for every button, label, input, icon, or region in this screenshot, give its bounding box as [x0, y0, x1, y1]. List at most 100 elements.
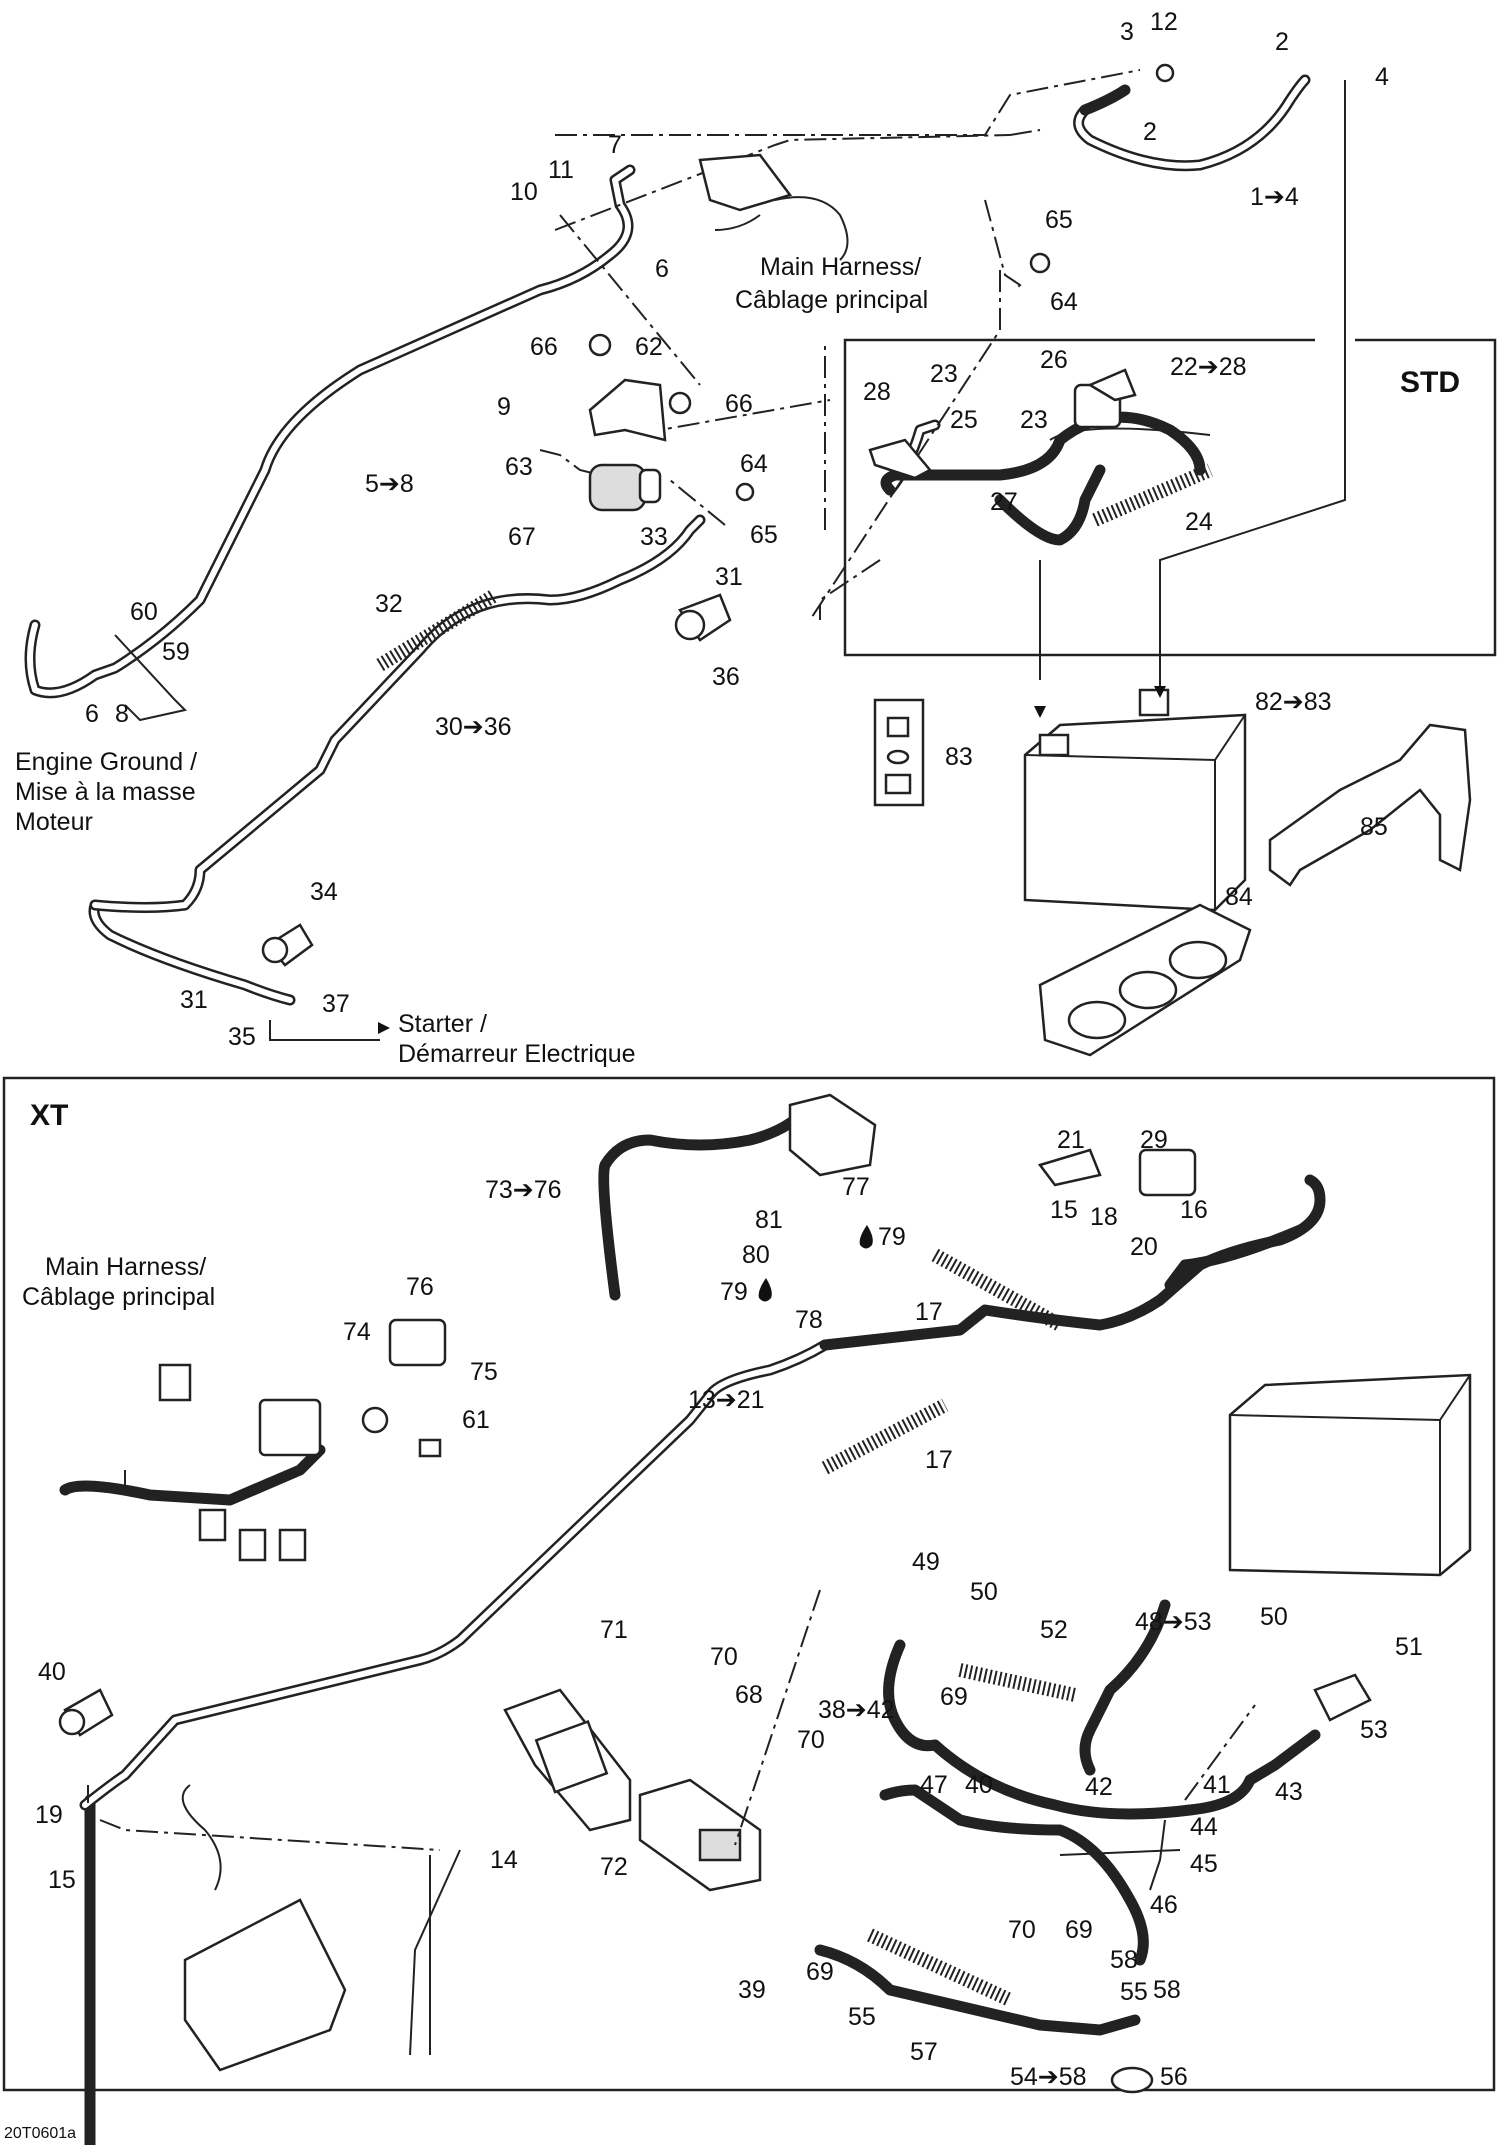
svg-text:30➔36: 30➔36 [435, 713, 512, 741]
svg-text:51: 51 [1395, 1633, 1423, 1661]
svg-text:38➔42: 38➔42 [818, 1696, 895, 1724]
boot-51 [1313, 1673, 1372, 1722]
svg-text:71: 71 [600, 1616, 628, 1644]
svg-text:69: 69 [940, 1683, 968, 1711]
svg-text:70: 70 [797, 1726, 825, 1754]
svg-text:18: 18 [1090, 1203, 1118, 1231]
svg-text:76: 76 [406, 1273, 434, 1301]
note-main-harness-xt: Main Harness/ [45, 1253, 206, 1281]
svg-text:Démarreur Electrique: Démarreur Electrique [398, 1040, 636, 1068]
svg-text:48➔53: 48➔53 [1135, 1608, 1212, 1636]
svg-text:2: 2 [1275, 28, 1289, 56]
svg-text:53: 53 [1360, 1716, 1388, 1744]
svg-text:19: 19 [35, 1801, 63, 1829]
svg-text:40: 40 [965, 1771, 993, 1799]
svg-text:27: 27 [990, 488, 1018, 516]
boot-21 [1037, 1148, 1102, 1187]
svg-text:66: 66 [725, 390, 753, 418]
svg-text:72: 72 [600, 1853, 628, 1881]
svg-text:32: 32 [375, 590, 403, 618]
std-frame [824, 338, 1497, 657]
svg-text:25: 25 [950, 406, 978, 434]
svg-text:73➔76: 73➔76 [485, 1176, 562, 1204]
svg-text:28: 28 [863, 378, 891, 406]
solenoid-bracket [588, 378, 667, 442]
boot-19 [58, 1688, 114, 1737]
svg-text:55: 55 [1120, 1978, 1148, 2006]
svg-text:33: 33 [640, 523, 668, 551]
arrow-right-icon [378, 1022, 390, 1034]
note-engine-ground: Engine Ground / [15, 748, 197, 776]
xt-module-bottom [183, 1898, 347, 2072]
xt-title: XT [30, 1099, 68, 1132]
svg-text:42: 42 [1085, 1773, 1113, 1801]
svg-text:62: 62 [635, 333, 663, 361]
svg-text:84: 84 [1225, 883, 1253, 911]
svg-text:4: 4 [1375, 63, 1389, 91]
svg-text:36: 36 [712, 663, 740, 691]
svg-text:24: 24 [1185, 508, 1213, 536]
svg-text:69: 69 [806, 1958, 834, 1986]
nut-66 [588, 333, 612, 357]
svg-text:17: 17 [925, 1446, 953, 1474]
svg-text:3: 3 [1120, 18, 1134, 46]
controller-module-71 [503, 1688, 632, 1832]
svg-text:6: 6 [85, 700, 99, 728]
boot-56 [1110, 2066, 1154, 2094]
notes: Main Harness/ Câblage principal Engine G… [4, 253, 928, 2142]
std-title: STD [1400, 366, 1460, 399]
svg-text:49: 49 [912, 1548, 940, 1576]
svg-text:13➔21: 13➔21 [688, 1386, 765, 1414]
svg-text:47: 47 [920, 1771, 948, 1799]
svg-text:63: 63 [505, 453, 533, 481]
svg-text:58: 58 [1153, 1976, 1181, 2004]
svg-text:60: 60 [130, 598, 158, 626]
svg-text:64: 64 [1050, 288, 1078, 316]
xt-frame [2, 1076, 1496, 2092]
svg-text:54➔58: 54➔58 [1010, 2063, 1087, 2091]
callout-labels: 3 12 2 4 2 1➔4 7 11 10 6 65 64 66 62 9 6… [35, 8, 1423, 2091]
relay-block-68 [638, 1778, 762, 1892]
doc-code: 20T0601a [4, 2125, 76, 2142]
svg-text:41: 41 [1203, 1771, 1231, 1799]
boot-36 [674, 593, 732, 642]
svg-text:9: 9 [497, 393, 511, 421]
svg-text:67: 67 [508, 523, 536, 551]
svg-text:40: 40 [38, 1658, 66, 1686]
nut-65b [735, 482, 755, 502]
svg-text:65: 65 [750, 521, 778, 549]
svg-text:29: 29 [1140, 1126, 1168, 1154]
svg-text:23: 23 [1020, 406, 1048, 434]
svg-text:82➔83: 82➔83 [1255, 688, 1332, 716]
svg-text:57: 57 [910, 2038, 938, 2066]
svg-text:80: 80 [742, 1241, 770, 1269]
svg-text:43: 43 [1275, 1778, 1303, 1806]
svg-text:78: 78 [795, 1306, 823, 1334]
svg-text:23: 23 [930, 360, 958, 388]
svg-text:79: 79 [878, 1223, 906, 1251]
svg-text:35: 35 [228, 1023, 256, 1051]
svg-text:65: 65 [1045, 206, 1073, 234]
svg-text:44: 44 [1190, 1813, 1218, 1841]
svg-text:74: 74 [343, 1318, 371, 1346]
svg-text:56: 56 [1160, 2063, 1188, 2091]
svg-text:14: 14 [490, 1846, 518, 1874]
connector-74 [361, 1318, 447, 1434]
svg-text:31: 31 [180, 986, 208, 1014]
svg-text:85: 85 [1360, 813, 1388, 841]
svg-text:17: 17 [915, 1298, 943, 1326]
svg-text:15: 15 [1050, 1196, 1078, 1224]
svg-text:16: 16 [1180, 1196, 1208, 1224]
svg-text:83: 83 [945, 743, 973, 771]
drop-icon [859, 1225, 873, 1249]
svg-text:79: 79 [720, 1278, 748, 1306]
svg-text:Câblage principal: Câblage principal [735, 286, 928, 314]
svg-text:21: 21 [1057, 1126, 1085, 1154]
battery-xt [1228, 1373, 1472, 1577]
svg-text:15: 15 [48, 1866, 76, 1894]
svg-text:7: 7 [608, 131, 622, 159]
svg-text:50: 50 [1260, 1603, 1288, 1631]
svg-text:31: 31 [715, 563, 743, 591]
svg-text:68: 68 [735, 1681, 763, 1709]
